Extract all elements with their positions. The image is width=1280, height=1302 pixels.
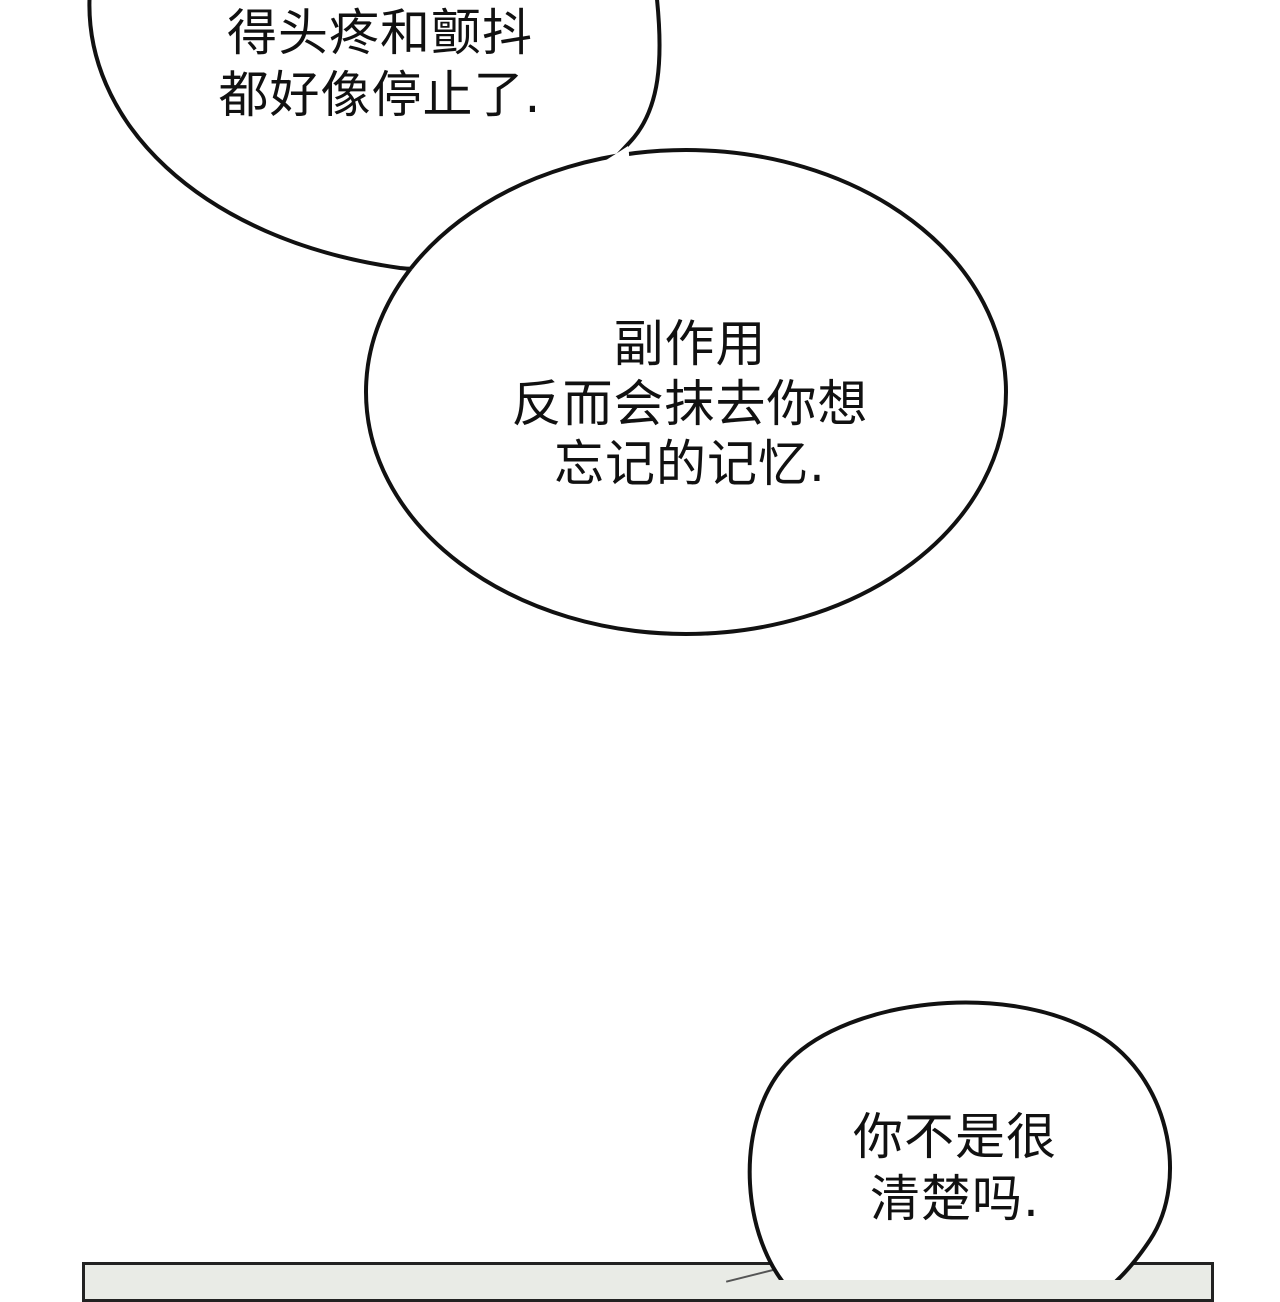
balloon-1-line-2: 都好像停止了. (218, 66, 542, 124)
balloon-1-text: 得头疼和颤抖 都好像停止了. (180, 2, 580, 126)
speech-balloon-2 (364, 148, 1008, 636)
balloon-2-line-3: 忘记的记忆. (554, 435, 826, 493)
balloon-3-line-1: 你不是很 (853, 1108, 1057, 1166)
balloon-1-line-1: 得头疼和颤抖 (227, 4, 533, 62)
balloon-3-line-2: 清楚吗. (870, 1170, 1040, 1228)
balloon-2-line-2: 反而会抹去你想 (511, 375, 869, 433)
balloon-3-text: 你不是很 清楚吗. (820, 1106, 1090, 1230)
speech-balloon-3 (747, 1000, 1172, 1280)
balloon-2-line-1: 副作用 (613, 315, 767, 373)
balloon-merge (410, 146, 630, 270)
balloon-2-text: 副作用 反而会抹去你想 忘记的记忆. (470, 314, 910, 494)
